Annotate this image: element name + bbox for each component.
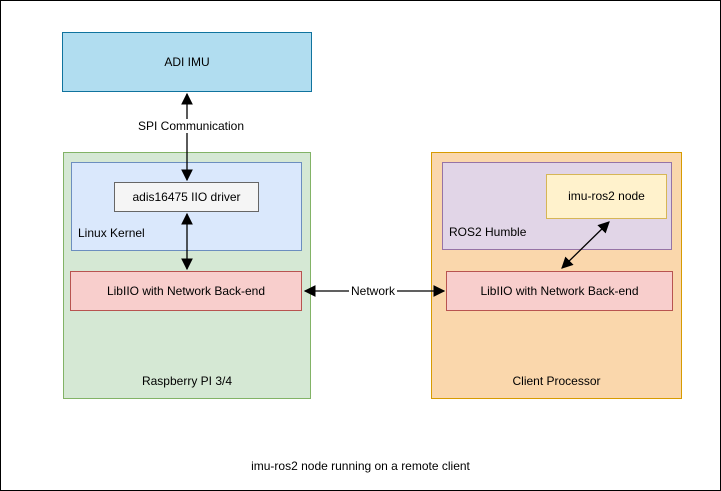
linux-kernel-label: Linux Kernel xyxy=(78,225,145,240)
network-label: Network xyxy=(348,284,398,298)
libiio-server-label: LibIIO with Network Back-end xyxy=(106,283,266,298)
ros2-humble-label: ROS2 Humble xyxy=(449,224,527,239)
client-processor-label: Client Processor xyxy=(512,373,601,388)
diagram-caption: imu-ros2 node running on a remote client xyxy=(251,459,470,473)
adi-imu-label: ADI IMU xyxy=(164,54,210,69)
raspberry-pi-label: Raspberry PI 3/4 xyxy=(141,373,233,388)
adis16475-driver-box: adis16475 IIO driver xyxy=(114,182,259,212)
libiio-client-box: LibIIO with Network Back-end xyxy=(446,271,673,311)
libiio-client-label: LibIIO with Network Back-end xyxy=(480,283,639,298)
imu-ros2-node-label: imu-ros2 node xyxy=(568,189,645,204)
adi-imu-box: ADI IMU xyxy=(62,32,312,92)
imu-ros2-node-box: imu-ros2 node xyxy=(546,174,667,219)
spi-communication-label: SPI Communication xyxy=(135,119,247,133)
adis16475-driver-label: adis16475 IIO driver xyxy=(132,189,241,204)
libiio-server-box: LibIIO with Network Back-end xyxy=(70,271,302,311)
